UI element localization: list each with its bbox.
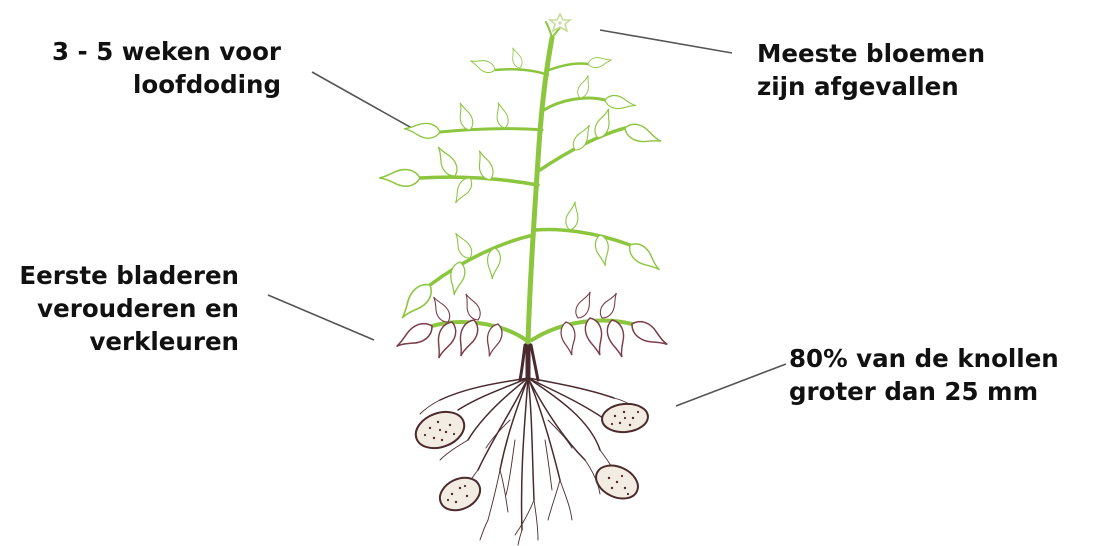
label-line: 3 - 5 weken voor (52, 35, 281, 68)
label-line: Meeste bloemen (757, 37, 985, 70)
label-line: zijn afgevallen (757, 70, 985, 103)
label-line: 80% van de knollen (789, 342, 1059, 375)
label-line: groter dan 25 mm (789, 375, 1059, 408)
label-line: verouderen en (19, 292, 239, 325)
pointer-line-top-right (600, 30, 732, 53)
pointer-line-bottom-right (676, 364, 786, 406)
tubers (411, 402, 649, 516)
label-mid-left: Eerste bladeren verouderen en verkleuren (19, 259, 239, 358)
label-top-left: 3 - 5 weken voor loofdoding (52, 35, 281, 101)
pointer-line-mid-left (268, 295, 374, 340)
potato-tuber-icon (601, 402, 649, 434)
label-top-right: Meeste bloemen zijn afgevallen (757, 37, 985, 103)
potato-tuber-icon (411, 405, 470, 454)
label-line: Eerste bladeren (19, 259, 239, 292)
label-line: verkleuren (19, 325, 239, 358)
green-stems (420, 22, 630, 342)
pointer-line-top-left (312, 72, 426, 136)
potato-tuber-icon (591, 459, 644, 505)
green-leaves (379, 46, 664, 323)
potato-tuber-icon (435, 472, 486, 517)
label-line: loofdoding (52, 68, 281, 101)
label-bottom-right: 80% van de knollen groter dan 25 mm (789, 342, 1059, 408)
